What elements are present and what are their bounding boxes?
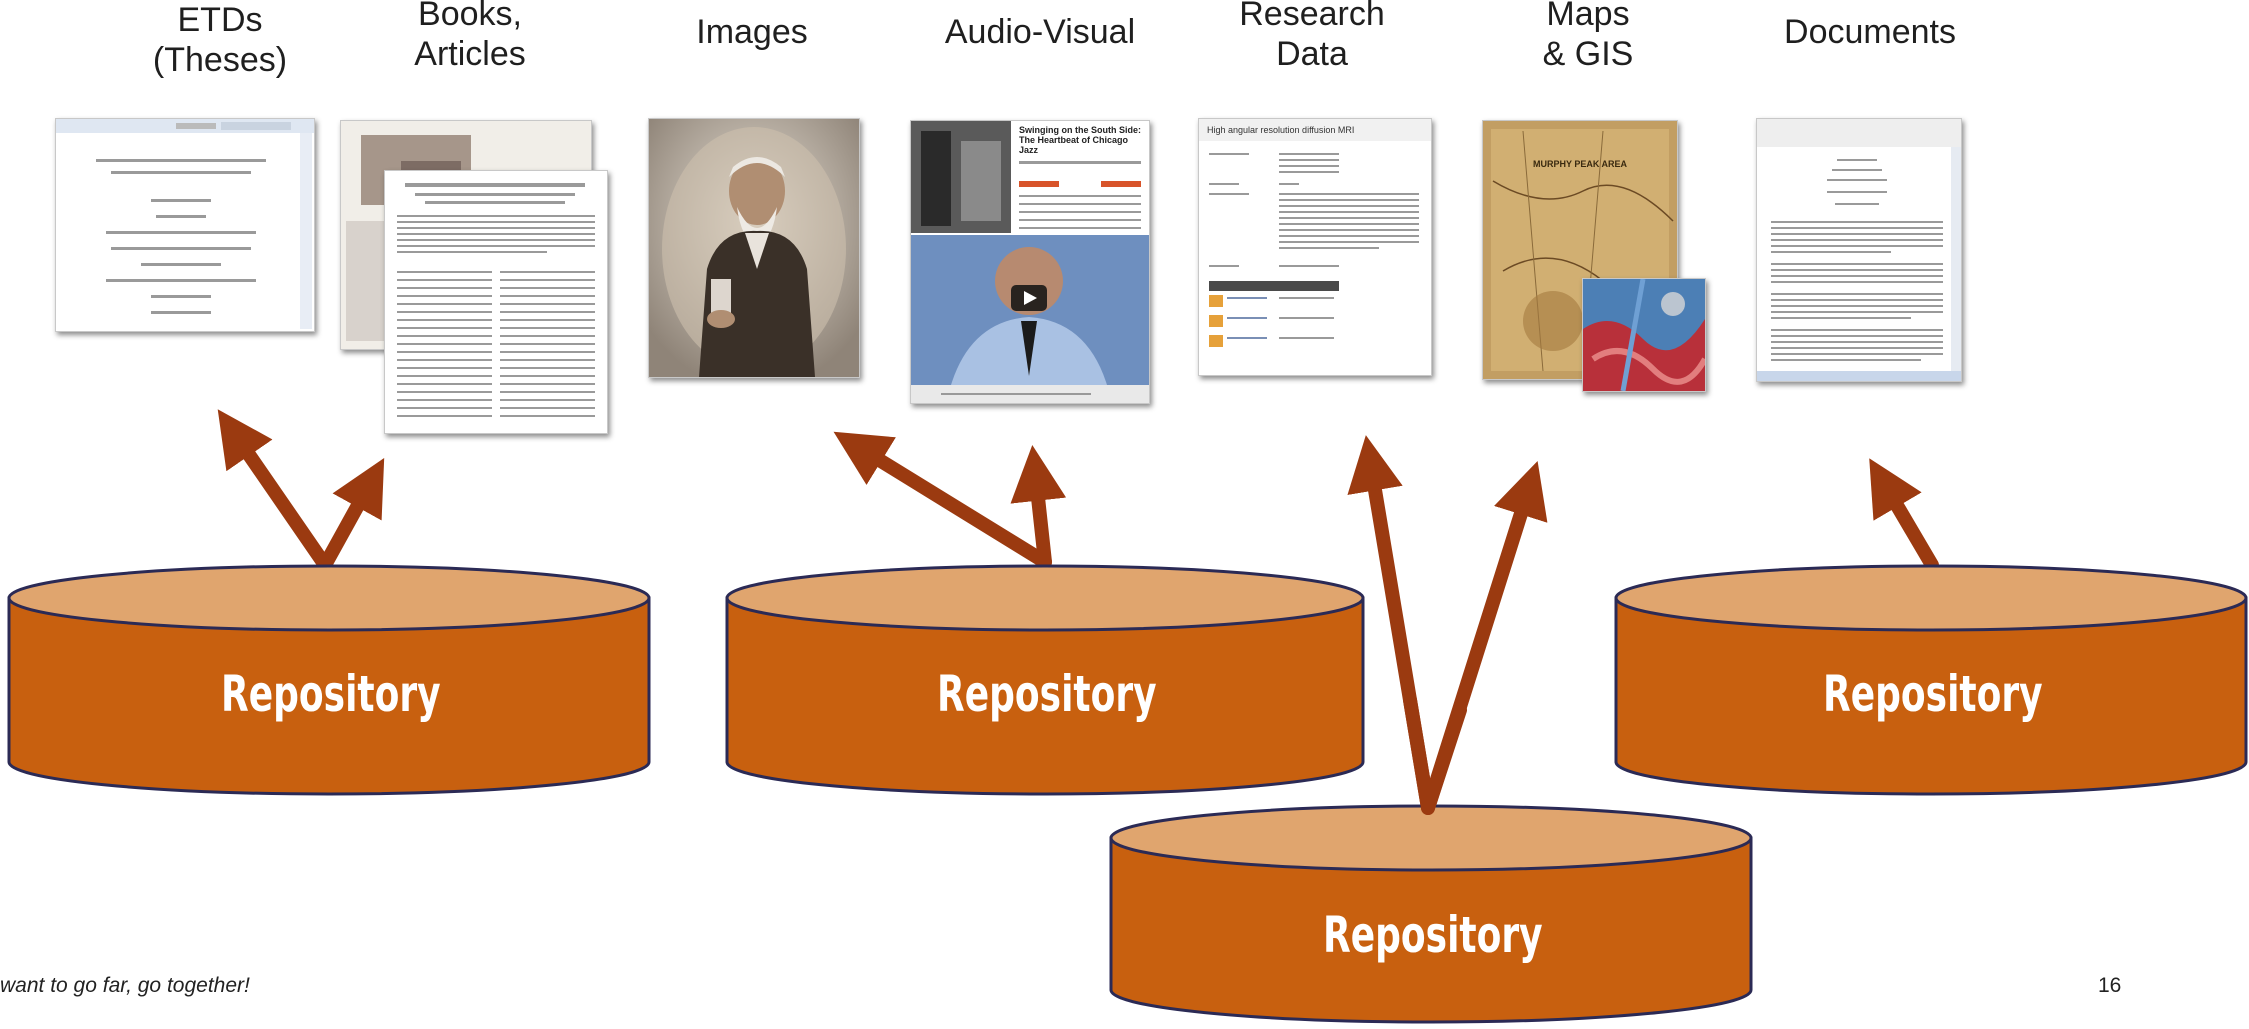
satellite-image-thumbnail [1582, 278, 1706, 392]
category-label-audio-visual: Audio-Visual [944, 13, 1136, 51]
category-label-documents: Documents [1784, 13, 1956, 51]
map-thumbnail: MURPHY PEAK AREA [1482, 120, 1678, 380]
footer-quote: want to go far, go together! [0, 974, 250, 997]
category-label-maps-gis: Maps & GIS [1542, 0, 1634, 73]
map-title: MURPHY PEAK AREA [1533, 159, 1628, 169]
etd-page-graphic [56, 119, 314, 329]
arrow-repo2-images [833, 431, 1052, 569]
document-thumbnail [1756, 118, 1962, 382]
article-page-thumbnail [384, 170, 608, 434]
arrow-repo3-documents [1869, 458, 1939, 572]
repository-label-4: Repository [1323, 906, 1543, 964]
research-data-thumbnail: High angular resolution diffusion MRI [1198, 118, 1432, 376]
repository-label-2: Repository [937, 665, 1157, 723]
repository-label-3: Repository [1823, 665, 2043, 723]
audio-visual-thumbnail: Swinging on the South Side: The Heartbea… [910, 120, 1150, 404]
arrow-repo4-maps [1421, 460, 1548, 815]
category-label-books-articles: Books, Articles [414, 0, 526, 73]
page-number: 16 [2098, 974, 2122, 997]
repository-label-1: Repository [221, 665, 441, 723]
audio-visual-title: Swinging on the South Side: The Heartbea… [1019, 125, 1141, 155]
arrow-repo4-research-data [1347, 435, 1435, 815]
category-label-images: Images [696, 13, 808, 51]
etd-thumbnail [55, 118, 315, 332]
arrow-repo1-books [318, 457, 385, 572]
portrait-image-thumbnail [648, 118, 860, 378]
category-label-research-data: Research Data [1239, 0, 1385, 73]
research-data-title: High angular resolution diffusion MRI [1207, 125, 1355, 135]
arrow-repo2-audio-visual [1010, 444, 1067, 569]
arrow-repo1-etds [217, 409, 332, 572]
category-label-etds: ETDs (Theses) [152, 1, 288, 79]
